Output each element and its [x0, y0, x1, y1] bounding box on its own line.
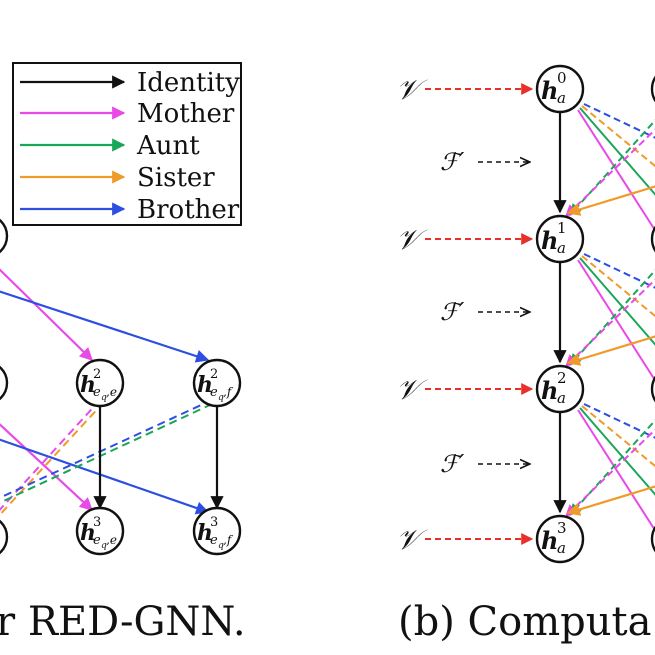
right-cut-node-2: [650, 375, 655, 403]
svg-text:𝒱: 𝒱: [396, 523, 428, 556]
right-panel: 𝒱 𝒱 𝒱 𝒱 ℱ′ ℱ′ ℱ′: [396, 64, 655, 645]
input-v-row-0: 𝒱: [396, 73, 534, 106]
svg-text:e: e: [93, 385, 101, 400]
svg-text:h: h: [80, 372, 96, 398]
svg-text:𝒱: 𝒱: [396, 73, 428, 106]
input-v-row-3: 𝒱: [396, 523, 534, 556]
svg-text:e: e: [210, 385, 218, 400]
svg-text:𝒱: 𝒱: [396, 223, 428, 256]
function-f-row-0: ℱ′: [440, 148, 530, 176]
svg-text:ℱ′: ℱ′: [440, 450, 465, 478]
node-e3: h 3 e q ,e: [75, 506, 125, 556]
svg-text:1: 1: [557, 219, 567, 237]
svg-text:0: 0: [557, 69, 567, 87]
svg-text:h: h: [197, 520, 213, 546]
svg-text:3: 3: [557, 519, 567, 537]
svg-text:,f: ,f: [223, 385, 234, 399]
left-cut-node-mid: [0, 365, 9, 401]
edge-mother-to-e2: [0, 268, 93, 361]
svg-text:q: q: [101, 393, 107, 403]
svg-text:Identity: Identity: [137, 68, 240, 98]
edge-dash-brother-from-f2: [0, 399, 213, 499]
edge-dash-sister-from-e2: [0, 401, 105, 517]
svg-text:h: h: [541, 376, 558, 405]
node-e2: h 2 e q ,e: [75, 358, 125, 408]
svg-text:e: e: [93, 533, 101, 548]
svg-text:2: 2: [210, 367, 218, 382]
svg-text:q: q: [101, 541, 107, 551]
svg-text:3: 3: [210, 515, 218, 530]
left-cut-node-top: [0, 218, 9, 254]
legend-item-mother: Mother: [20, 99, 235, 129]
input-v-row-2: 𝒱: [396, 373, 534, 406]
node-a1: h 1 a: [535, 214, 585, 264]
svg-text:q: q: [218, 541, 224, 551]
svg-text:Brother: Brother: [137, 195, 240, 225]
svg-text:a: a: [557, 389, 566, 407]
legend: Identity Mother Aunt Sister Brother: [12, 62, 242, 226]
legend-item-sister: Sister: [20, 163, 215, 193]
svg-text:Sister: Sister: [137, 163, 215, 193]
left-caption: r RED-GNN.: [0, 599, 246, 645]
node-a2: h 2 a: [535, 364, 585, 414]
svg-text:,e: ,e: [106, 533, 117, 547]
legend-item-identity: Identity: [20, 68, 240, 98]
svg-text:h: h: [541, 226, 558, 255]
edge-brother-to-f3: [0, 438, 210, 515]
right-cut-node-1: [650, 225, 655, 253]
right-cut-node-0: [650, 75, 655, 103]
left-panel: h 2 e q ,e h 2 e q ,f h 3 e q ,e h 3 e q: [0, 62, 246, 645]
svg-text:2: 2: [557, 369, 567, 387]
left-cut-node-bottom: [0, 519, 9, 555]
svg-text:𝒱: 𝒱: [396, 373, 428, 406]
svg-text:h: h: [197, 372, 213, 398]
legend-item-aunt: Aunt: [20, 131, 200, 161]
legend-item-brother: Brother: [20, 195, 240, 225]
svg-text:a: a: [557, 89, 566, 107]
svg-text:,f: ,f: [223, 533, 234, 547]
svg-text:,e: ,e: [106, 385, 117, 399]
node-a3: h 3 a: [535, 514, 585, 564]
svg-text:h: h: [541, 526, 558, 555]
node-f2: h 2 e q ,f: [192, 358, 242, 408]
left-edges: [0, 268, 224, 517]
svg-text:Mother: Mother: [137, 99, 235, 129]
node-a0: h 0 a: [535, 64, 585, 114]
edge-brother-to-f2: [0, 290, 210, 363]
svg-text:a: a: [557, 239, 566, 257]
svg-text:3: 3: [93, 515, 101, 530]
function-f-row-2: ℱ′: [440, 450, 530, 478]
svg-text:ℱ′: ℱ′: [440, 148, 465, 176]
edge-dash-aunt-from-f2: [0, 403, 213, 504]
svg-text:Aunt: Aunt: [136, 131, 200, 161]
svg-text:q: q: [218, 393, 224, 403]
node-f3: h 3 e q ,f: [192, 506, 242, 556]
svg-text:ℱ′: ℱ′: [440, 298, 465, 326]
svg-text:h: h: [80, 520, 96, 546]
svg-text:a: a: [557, 539, 566, 557]
right-fanout-edges: [565, 103, 655, 533]
svg-text:h: h: [541, 76, 558, 105]
right-caption: (b) Computa: [398, 599, 651, 645]
input-v-row-1: 𝒱: [396, 223, 534, 256]
edge-mother-to-e3: [0, 423, 93, 511]
svg-text:2: 2: [93, 367, 101, 382]
svg-text:e: e: [210, 533, 218, 548]
right-cut-node-3: [650, 525, 655, 553]
function-f-row-1: ℱ′: [440, 298, 530, 326]
